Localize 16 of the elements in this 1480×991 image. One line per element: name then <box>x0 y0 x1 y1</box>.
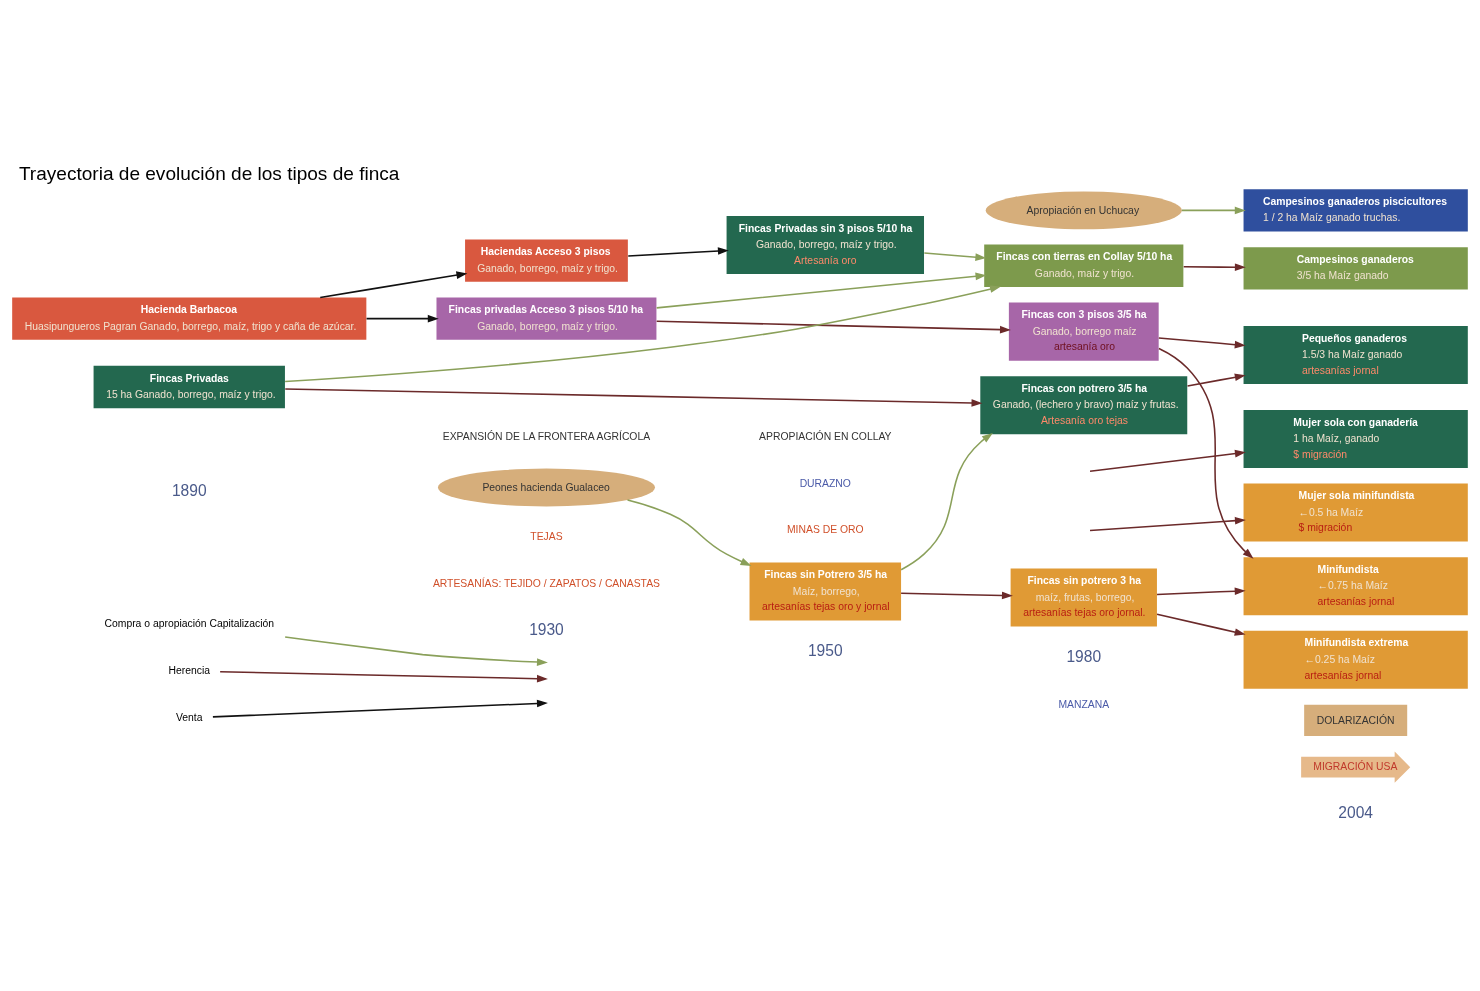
label: 2004 <box>1338 803 1374 821</box>
legend-label: Venta <box>175 711 203 723</box>
label: 1980 <box>1066 647 1102 665</box>
label: TEJAS <box>530 531 563 543</box>
label: APROPIACIÓN EN COLLAY <box>759 430 892 442</box>
label: 1890 <box>171 481 207 499</box>
label: DURAZNO <box>799 477 851 489</box>
legend-label: Herencia <box>168 664 211 676</box>
label: ARTESANÍAS: TEJIDO / ZAPATOS / CANASTAS <box>432 578 661 590</box>
diagram-title: Trayectoria de evolución de los tipos de finca <box>18 163 400 185</box>
label: EXPANSIÓN DE LA FRONTERA AGRÍCOLA <box>442 430 651 442</box>
label: 1930 <box>529 621 564 639</box>
label: MANZANA <box>1058 698 1110 710</box>
label: MINAS DE ORO <box>786 524 864 536</box>
legend-label: Compra o apropiación Capitalización <box>104 617 275 629</box>
label: 1950 <box>807 641 843 659</box>
